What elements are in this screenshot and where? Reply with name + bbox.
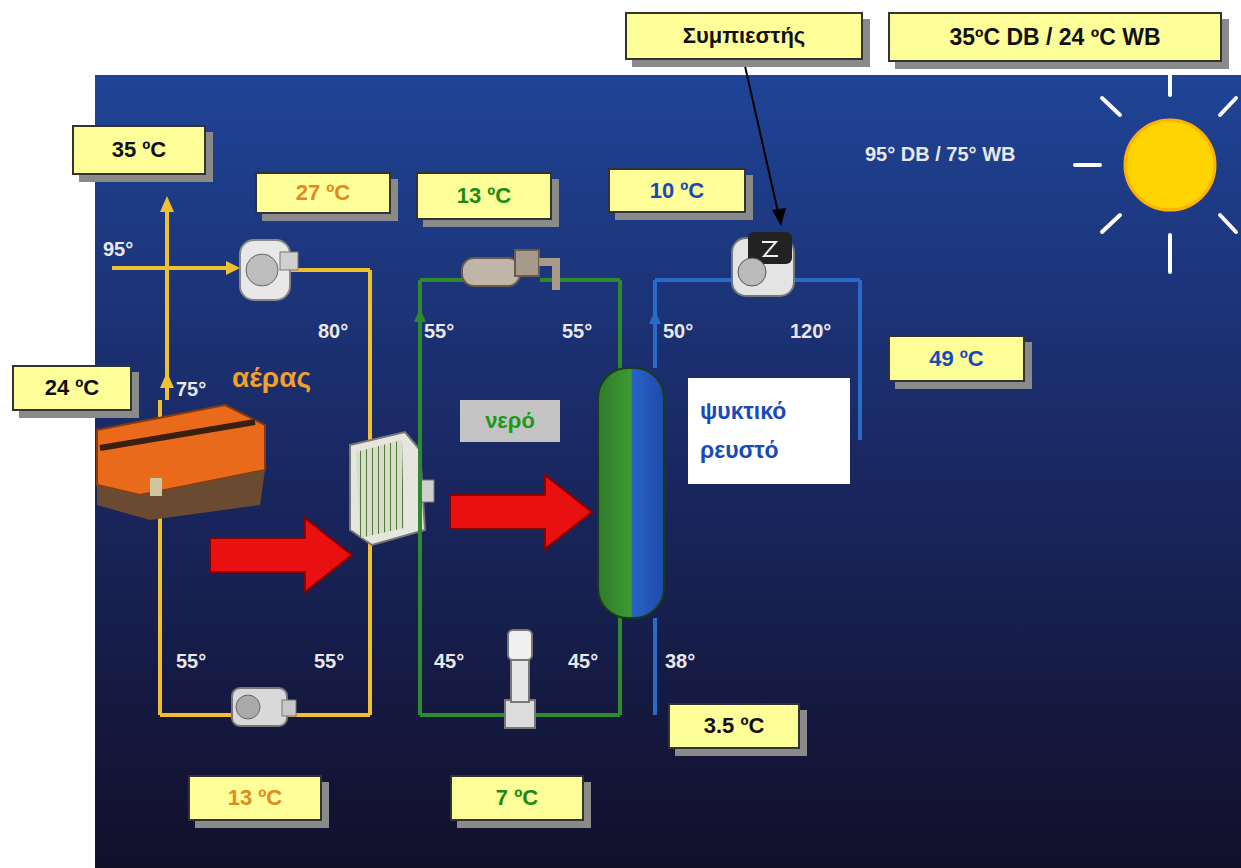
leader-line bbox=[745, 66, 786, 226]
temperature-label: 55° bbox=[176, 650, 206, 673]
node-text: 7 ºC bbox=[496, 785, 538, 811]
background-panel bbox=[95, 75, 1241, 868]
arrowhead bbox=[414, 308, 426, 322]
temperature-label: 95° bbox=[103, 238, 133, 261]
temperature-label: 50° bbox=[663, 320, 693, 343]
node-text: 3.5 ºC bbox=[704, 713, 765, 739]
expansion-valve bbox=[505, 630, 535, 728]
evaporator bbox=[598, 368, 664, 618]
water-pump bbox=[462, 250, 556, 290]
node-text: Συμπιεστής bbox=[683, 23, 806, 49]
arrowhead bbox=[649, 310, 661, 324]
temperature-box: 13 ºC bbox=[416, 172, 552, 220]
medium-name: αέρας bbox=[232, 362, 311, 394]
medium-label-box: ψυκτικό ρευστό bbox=[688, 378, 850, 484]
temperature-box: 49 ºC bbox=[888, 335, 1025, 382]
temperature-label: 55° bbox=[424, 320, 454, 343]
temperature-box: 7 ºC bbox=[450, 775, 584, 821]
water-loop bbox=[420, 280, 620, 715]
fan-bottom bbox=[232, 688, 296, 726]
temperature-label: 55° bbox=[314, 650, 344, 673]
temperature-box: 13 ºC bbox=[188, 775, 322, 821]
node-text: 35 ºC bbox=[112, 137, 167, 163]
temperature-label: 75° bbox=[176, 378, 206, 401]
node-text: 13 ºC bbox=[457, 183, 512, 209]
temperature-box: 35 ºC bbox=[72, 125, 206, 175]
node-text: 10 ºC bbox=[650, 178, 705, 204]
temperature-box: 10 ºC bbox=[608, 168, 746, 213]
compressor bbox=[732, 232, 794, 296]
temperature-label: 95° DB / 75° WB bbox=[865, 143, 1015, 166]
temperature-label: 45° bbox=[568, 650, 598, 673]
temperature-label: 80° bbox=[318, 320, 348, 343]
temperature-label: 38° bbox=[665, 650, 695, 673]
node-text: ψυκτικό ρευστό bbox=[700, 392, 838, 470]
node-text: νερό bbox=[485, 408, 535, 434]
temperature-box: 27 ºC bbox=[255, 172, 391, 214]
medium-label-box: νερό bbox=[460, 400, 560, 442]
node-text: 24 ºC bbox=[45, 375, 100, 401]
temperature-label: 55° bbox=[562, 320, 592, 343]
sun bbox=[1075, 70, 1236, 272]
heat-flow-arrows bbox=[210, 475, 592, 592]
temperature-label: 45° bbox=[434, 650, 464, 673]
node-text: 49 ºC bbox=[929, 346, 984, 372]
temperature-box: 35ºC DB / 24 ºC WB bbox=[888, 12, 1222, 62]
node-text: 13 ºC bbox=[228, 785, 283, 811]
refrigerant-loop bbox=[655, 280, 860, 715]
temperature-box: 24 ºC bbox=[12, 365, 132, 411]
fan bbox=[240, 240, 298, 300]
node-text: 27 ºC bbox=[296, 180, 351, 206]
arrowheads bbox=[160, 196, 240, 388]
building bbox=[97, 405, 265, 520]
temperature-box: Συμπιεστής bbox=[625, 12, 863, 60]
temperature-label: 120° bbox=[790, 320, 831, 343]
node-text: 35ºC DB / 24 ºC WB bbox=[949, 24, 1160, 51]
temperature-box: 3.5 ºC bbox=[668, 703, 800, 749]
